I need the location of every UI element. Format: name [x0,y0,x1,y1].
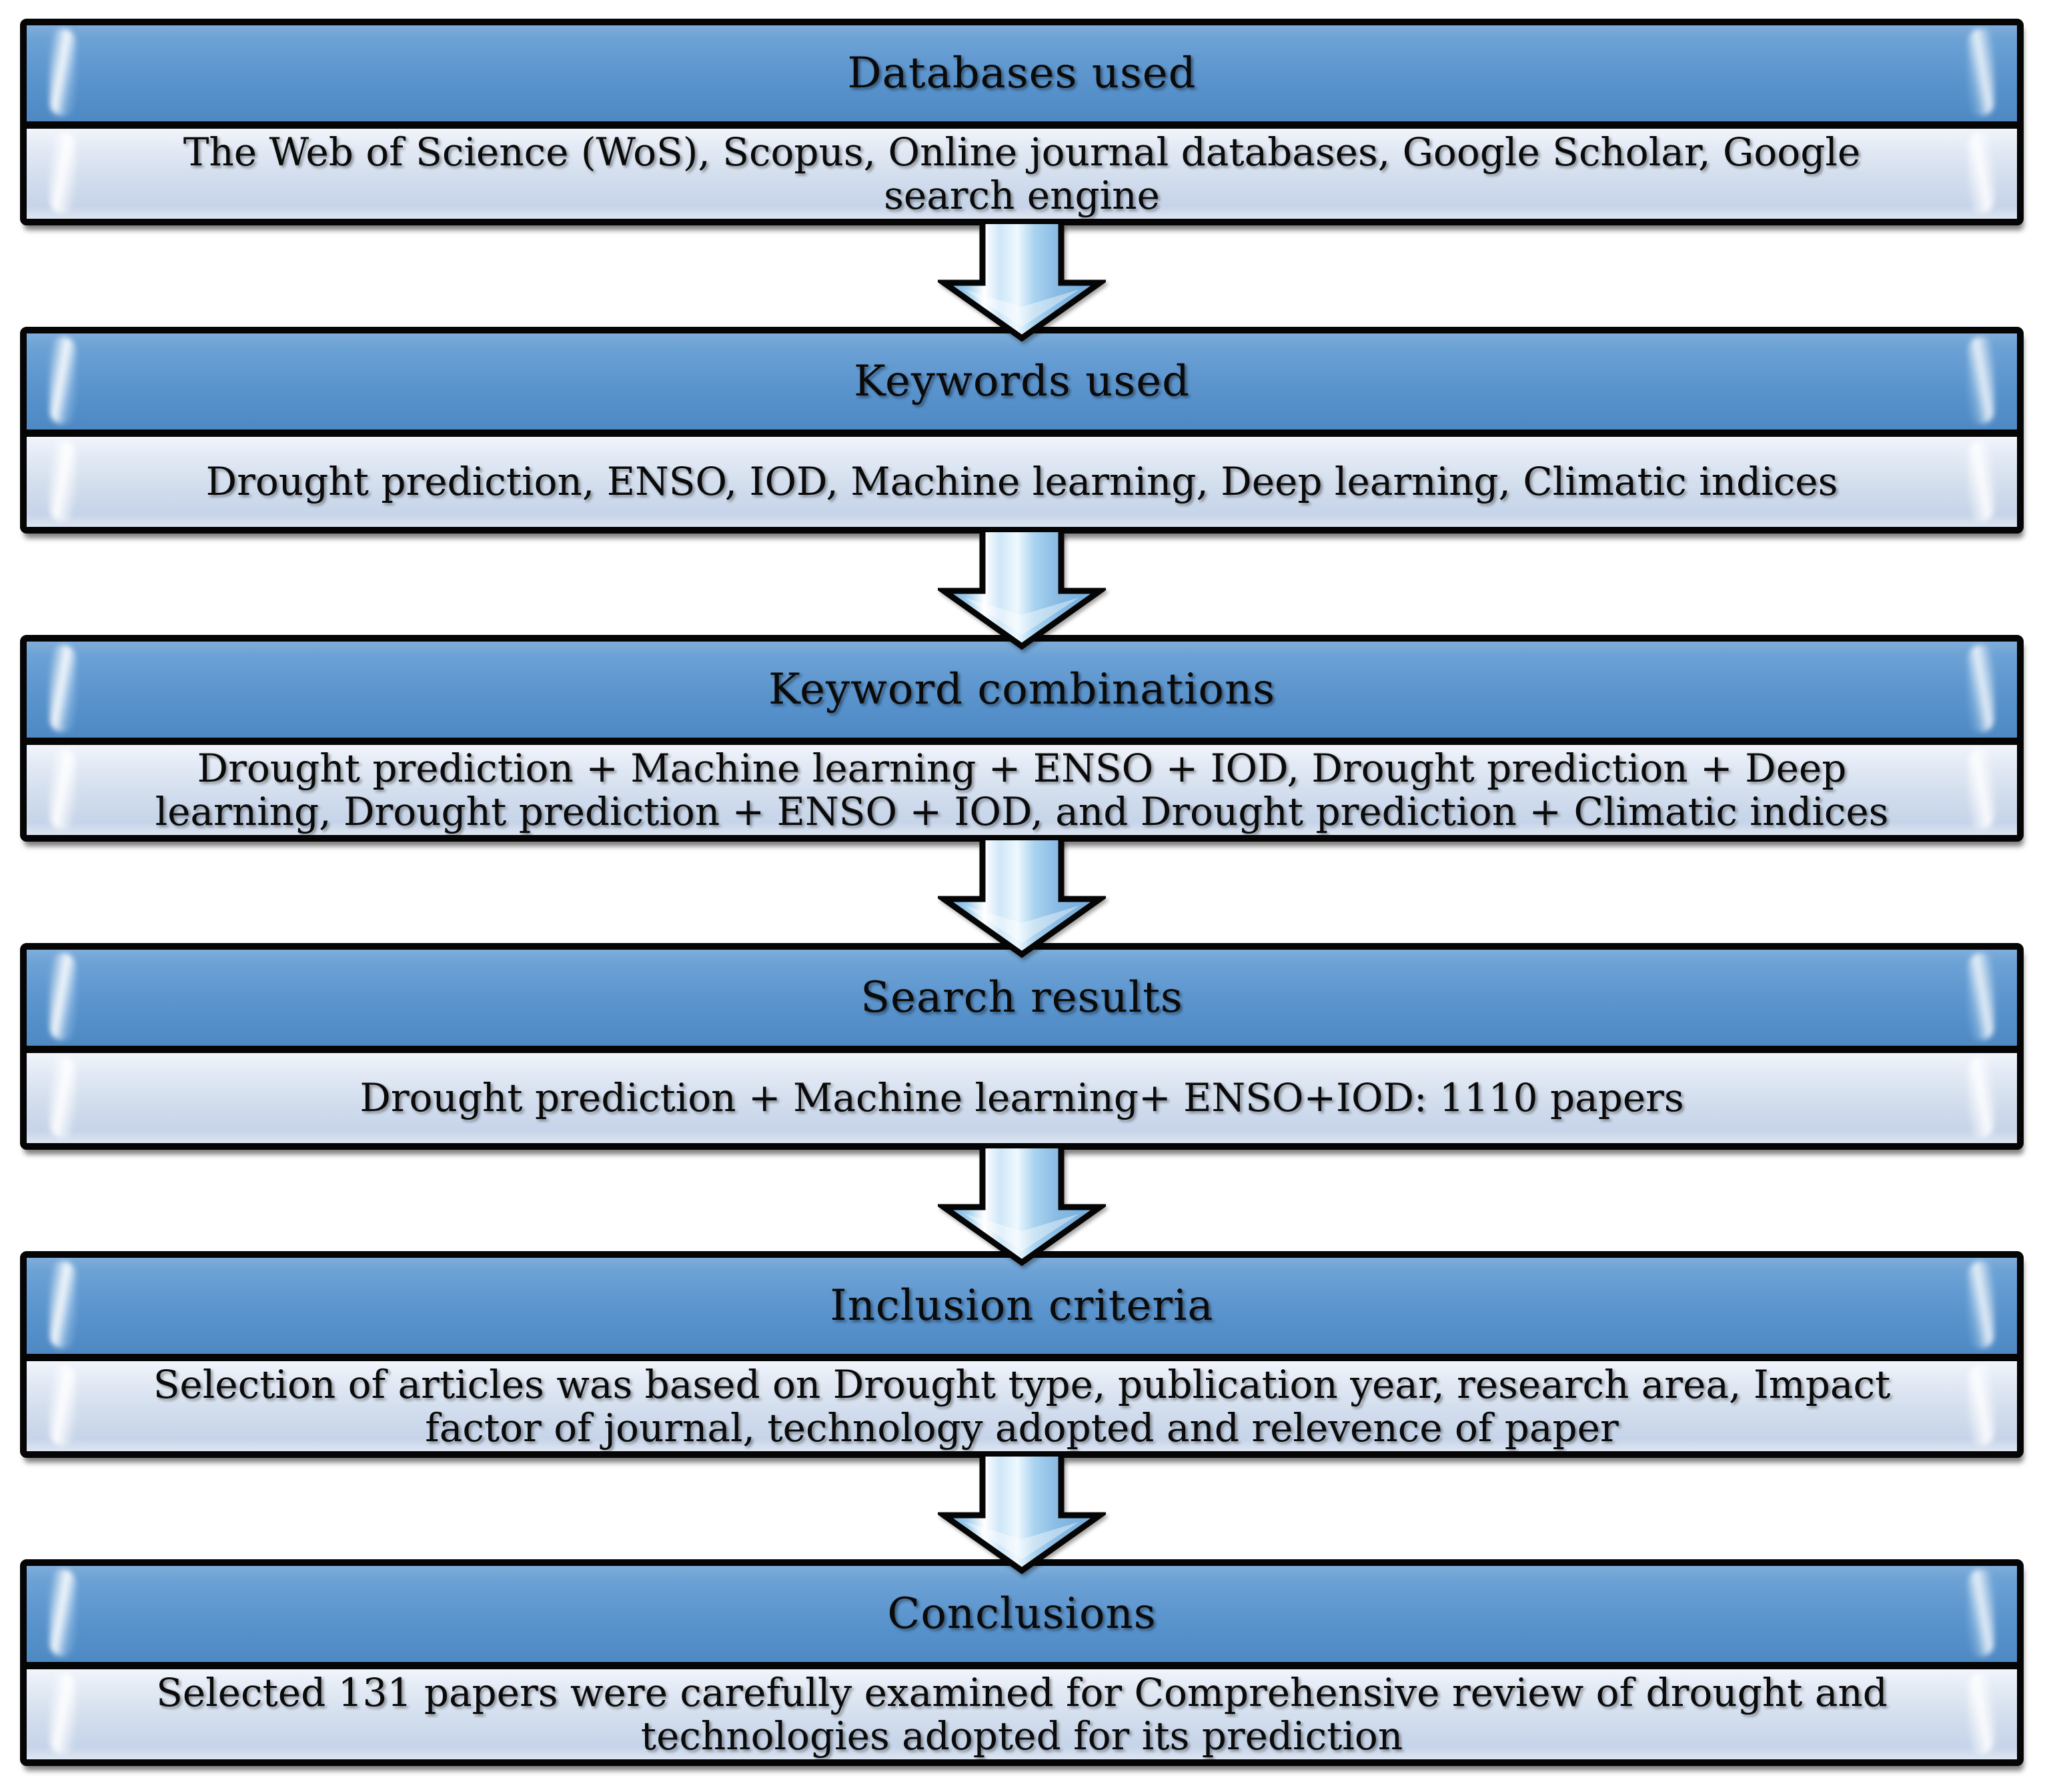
step-body-text: Drought prediction + Machine learning+ E… [360,1075,1684,1121]
down-arrow-icon [938,1457,1106,1575]
step-body-text: Drought prediction + Machine learning + … [155,745,1889,834]
connector-gap [20,224,2024,342]
step-body-text: Selection of articles was based on Droug… [153,1361,1891,1451]
flow-step-databases: Databases used The Web of Science (WoS),… [20,19,2024,225]
step-header: Inclusion criteria [27,1258,2017,1361]
step-body-text: Drought prediction, ENSO, IOD, Machine l… [205,459,1838,505]
step-title: Inclusion criteria [830,1281,1214,1330]
flow-step-keywords: Keywords used Drought prediction, ENSO, … [20,327,2024,534]
step-body-text: The Web of Science (WoS), Scopus, Online… [183,129,1861,218]
step-header: Databases used [27,25,2017,129]
down-arrow-icon [938,224,1106,342]
step-body: The Web of Science (WoS), Scopus, Online… [27,129,2017,219]
step-body: Drought prediction, ENSO, IOD, Machine l… [27,437,2017,527]
connector-gap [20,532,2024,650]
step-header: Conclusions [27,1566,2017,1669]
step-body: Drought prediction + Machine learning + … [27,745,2017,835]
flow-step-conclusions: Conclusions Selected 131 papers were car… [20,1559,2024,1766]
connector-gap [20,1148,2024,1266]
step-title: Search results [860,973,1183,1022]
step-title: Conclusions [887,1589,1157,1639]
connector-gap [20,1457,2024,1575]
down-arrow-icon [938,840,1106,958]
connector-gap [20,840,2024,958]
step-body-text: Selected 131 papers were carefully exami… [156,1669,1888,1759]
step-header: Search results [27,950,2017,1053]
step-header: Keyword combinations [27,642,2017,745]
flow-step-search-results: Search results Drought prediction + Mach… [20,943,2024,1150]
step-title: Keyword combinations [768,665,1275,714]
step-header: Keywords used [27,333,2017,437]
step-title: Databases used [847,49,1197,98]
flow-step-keyword-combinations: Keyword combinations Drought prediction … [20,635,2024,842]
step-body: Selection of articles was based on Droug… [27,1361,2017,1451]
down-arrow-icon [938,1148,1106,1266]
flow-step-inclusion-criteria: Inclusion criteria Selection of articles… [20,1251,2024,1458]
literature-search-flowchart: Databases used The Web of Science (WoS),… [20,19,2024,1766]
step-body: Selected 131 papers were carefully exami… [27,1669,2017,1759]
step-title: Keywords used [853,357,1191,406]
step-body: Drought prediction + Machine learning+ E… [27,1053,2017,1143]
down-arrow-icon [938,532,1106,650]
